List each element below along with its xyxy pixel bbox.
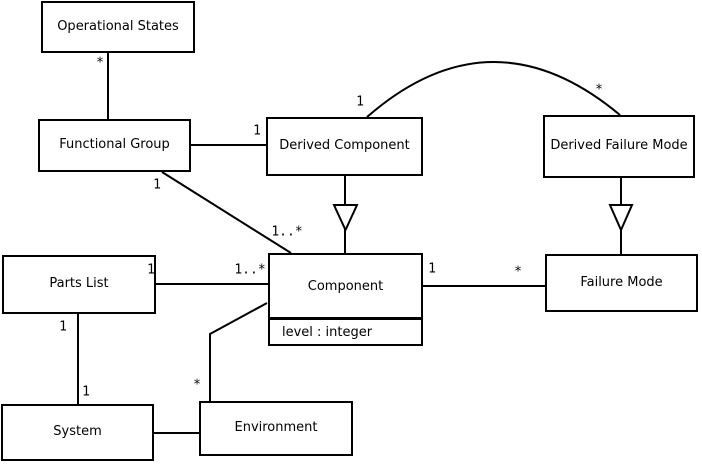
class-box-environment: Environment xyxy=(199,401,353,456)
class-name: System xyxy=(53,424,102,440)
class-name: Derived Component xyxy=(279,138,410,154)
multiplicity-parts-list-end: 1 xyxy=(147,262,155,278)
multiplicity-operational-states: * xyxy=(96,55,104,71)
class-name: Component xyxy=(307,278,384,294)
multiplicity-component-end-from-functional-group: 1..* xyxy=(271,224,303,240)
multiplicity-derived-component-end: 1 xyxy=(253,123,261,139)
compartment-divider xyxy=(270,317,421,320)
multiplicity-arc-derived-component-end: 1 xyxy=(356,94,364,110)
multiplicity-environment-end: * xyxy=(193,377,201,393)
class-name: Derived Failure Mode xyxy=(550,138,688,154)
class-name: Environment xyxy=(234,420,318,436)
generalization-arrow-component xyxy=(332,204,359,233)
multiplicity-arc-derived-failure-mode-end: * xyxy=(595,82,603,98)
generalization-arrow-failure-mode xyxy=(608,204,634,233)
multiplicity-failure-mode-end: * xyxy=(514,264,522,280)
class-box-derived-failure-mode: Derived Failure Mode xyxy=(543,115,695,178)
class-attribute-compartment: level : integer xyxy=(270,320,421,344)
multiplicity-system-end: 1 xyxy=(82,384,90,400)
class-box-operational-states: Operational States xyxy=(41,1,195,53)
class-name: Operational States xyxy=(57,18,179,34)
class-box-parts-list: Parts List xyxy=(2,255,156,314)
class-name: Parts List xyxy=(49,276,109,292)
connector-derived-component-derived-failure-mode-arc xyxy=(366,61,621,118)
class-box-system: System xyxy=(1,404,154,461)
class-name: Functional Group xyxy=(59,137,170,153)
class-box-component: Component level : integer xyxy=(268,253,423,346)
class-title-compartment: Component xyxy=(270,255,421,317)
class-name: Failure Mode xyxy=(580,274,663,290)
multiplicity-component-end-from-parts-list: 1..* xyxy=(234,262,266,278)
multiplicity-functional-group-end: 1 xyxy=(153,177,161,193)
class-box-failure-mode: Failure Mode xyxy=(545,254,698,312)
multiplicity-parts-list-end-to-system: 1 xyxy=(59,319,67,335)
multiplicity-component-end-to-failure-mode: 1 xyxy=(428,261,436,277)
class-box-derived-component: Derived Component xyxy=(266,117,423,176)
class-box-functional-group: Functional Group xyxy=(38,119,191,172)
attribute-row: level : integer xyxy=(282,324,373,340)
connector-environment-component xyxy=(209,302,268,401)
connector-functional-group-component xyxy=(161,171,292,254)
